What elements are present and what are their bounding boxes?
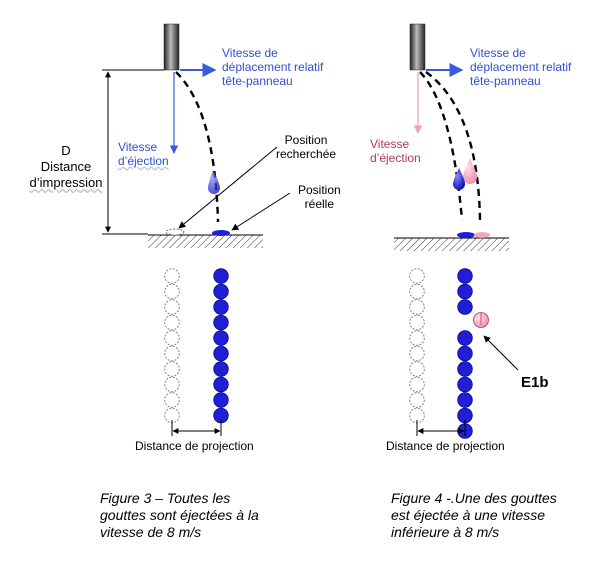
real-spot-blue-4 <box>457 232 475 238</box>
print-nozzle-4 <box>409 23 426 71</box>
real-drop <box>213 392 229 408</box>
real-drop-column-3 <box>213 268 229 424</box>
ideal-drop <box>409 361 425 377</box>
ideal-drop <box>164 361 180 377</box>
ejection-label-3-line2: d’éjection <box>118 154 169 168</box>
ejection-label-4-line2: d’éjection <box>370 151 421 165</box>
figure-4-caption: Figure 4 -.Une des gouttes est éjectée à… <box>391 490 557 541</box>
speed-label-3: Vitesse de déplacement relatif tête-pann… <box>222 46 323 88</box>
position-real-label: Position réelle <box>298 183 341 211</box>
ideal-drop <box>409 345 425 362</box>
real-drop <box>457 299 473 315</box>
real-drop <box>457 268 473 284</box>
ideal-drop <box>409 330 425 346</box>
e1b-pointer <box>483 335 519 371</box>
figure-4-caption-line2: est éjectée à une vitesse <box>391 507 546 523</box>
figure-4-caption-line1: Figure 4 -.Une des gouttes <box>391 490 557 506</box>
position-sought-line1: Position <box>284 133 328 147</box>
print-nozzle-3 <box>163 23 180 71</box>
trajectory-blue-4 <box>419 71 464 221</box>
drop-in-flight-3 <box>208 170 220 194</box>
real-drop <box>213 361 229 377</box>
ejection-label-4: Vitesse d’éjection <box>370 137 421 165</box>
d-label: D Distance d’impression <box>26 143 106 191</box>
drop-in-flight-pink-4 <box>463 158 477 184</box>
speed-label-3-line2: déplacement relatif <box>222 60 324 74</box>
real-drop <box>457 345 473 362</box>
sought-pointer <box>178 146 278 229</box>
ideal-drop-column-3 <box>164 268 180 424</box>
d-label-line2: Distance <box>40 159 92 174</box>
ideal-drop <box>164 314 180 331</box>
real-drop <box>457 330 473 346</box>
real-spot-3 <box>212 230 230 236</box>
ideal-drop <box>164 330 180 346</box>
ideal-drop <box>409 392 425 408</box>
real-drop <box>457 376 473 393</box>
ejection-label-4-line1: Vitesse <box>370 137 410 151</box>
ideal-drop <box>409 283 425 300</box>
speed-label-3-line3: tête-panneau <box>222 74 293 88</box>
real-drop <box>213 330 229 346</box>
ideal-drop <box>409 268 425 284</box>
speed-label-4-line1: Vitesse de <box>470 46 526 60</box>
position-real-line2: réelle <box>304 197 335 211</box>
real-drop <box>213 268 229 284</box>
ideal-drop <box>164 392 180 408</box>
ideal-drop <box>409 376 425 393</box>
substrate-4 <box>394 238 509 251</box>
figure-4-caption-line3: inférieure à 8 m/s <box>391 524 500 540</box>
d-label-line3: d’impression <box>29 175 103 190</box>
drop-in-flight-blue-4 <box>453 168 465 190</box>
figure-3-caption: Figure 3 – Toutes les gouttes sont éject… <box>100 490 259 541</box>
ideal-drop <box>164 345 180 362</box>
ideal-drop <box>164 283 180 300</box>
ejection-label-3: Vitesse d’éjection <box>118 140 169 168</box>
speed-label-3-line1: Vitesse de <box>222 46 278 60</box>
real-spot-pink-4 <box>474 232 490 238</box>
real-drop <box>213 314 229 331</box>
ideal-drop <box>164 268 180 284</box>
real-drop <box>213 283 229 300</box>
projection-label-4: Distance de projection <box>386 439 505 453</box>
figure-3-caption-line3: vitesse de 8 m/s <box>100 524 202 540</box>
position-real-line1: Position <box>298 183 341 197</box>
position-sought-label: Position recherchée <box>276 133 336 161</box>
real-drop-column-4 <box>457 268 473 439</box>
ideal-drop <box>409 299 425 315</box>
ideal-drop <box>164 376 180 393</box>
speed-label-4: Vitesse de déplacement relatif tête-pann… <box>470 46 571 88</box>
real-drop <box>457 392 473 408</box>
real-drop <box>457 361 473 377</box>
d-label-line1: D <box>61 143 71 158</box>
target-spot-3 <box>165 228 185 236</box>
ejection-label-3-line1: Vitesse <box>118 140 158 154</box>
ideal-drop <box>409 314 425 331</box>
trajectory-3 <box>175 71 220 223</box>
ideal-drop <box>164 299 180 315</box>
speed-label-4-line2: déplacement relatif <box>470 60 572 74</box>
position-sought-line2: recherchée <box>276 147 337 161</box>
substrate-3 <box>148 235 263 248</box>
figure-3-caption-line1: Figure 3 – Toutes les <box>100 490 231 506</box>
real-drop <box>213 299 229 315</box>
trajectory-pink-4 <box>425 71 482 221</box>
figure-3-caption-line2: gouttes sont éjectées à la <box>100 507 259 523</box>
figure-4 <box>394 23 519 439</box>
real-drop <box>457 283 473 300</box>
real-pointer <box>231 192 291 231</box>
figure-3 <box>102 23 291 436</box>
projection-label-3: Distance de projection <box>135 439 254 453</box>
real-drop <box>213 345 229 362</box>
e1b-label: E1b <box>521 374 549 391</box>
ideal-drop-column-4 <box>409 268 425 424</box>
speed-label-4-line3: tête-panneau <box>470 74 541 88</box>
real-drop <box>213 376 229 393</box>
offset-pink-drop <box>473 312 489 328</box>
